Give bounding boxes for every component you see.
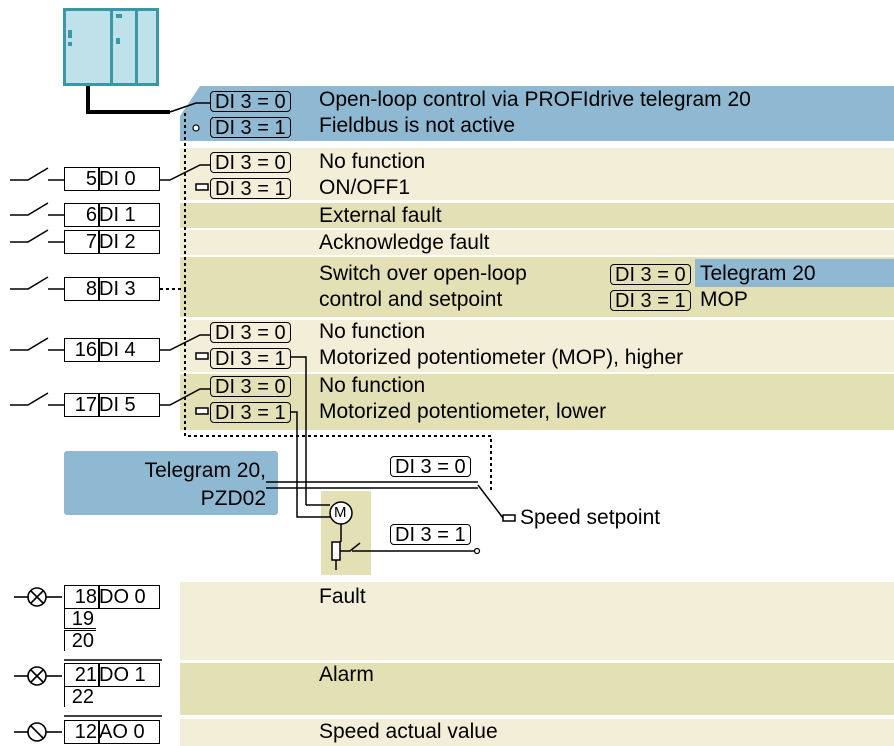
di4-state-0: DI 3 = 0	[210, 322, 291, 343]
di4-state-1: DI 3 = 1	[210, 348, 291, 369]
setpoint-state-0: DI 3 = 0	[390, 456, 471, 477]
di1-text: External fault	[319, 204, 442, 227]
input-switch-symbols	[10, 167, 65, 406]
setpoint-state-1: DI 3 = 1	[390, 524, 471, 545]
di3-text-line1: Switch over open-loop	[319, 262, 527, 285]
di0-state-0: DI 3 = 0	[210, 152, 291, 173]
di4-text-1: Motorized potentiometer (MOP), higher	[319, 346, 684, 369]
di5-band	[180, 374, 894, 430]
di4-text-0: No function	[319, 320, 426, 343]
di3-telegram-highlight	[695, 259, 894, 287]
telegram-line2: PZD02	[200, 487, 266, 510]
header-band	[180, 86, 894, 141]
di0-text-0: No function	[319, 150, 426, 173]
di2-band	[180, 230, 894, 255]
do1-band	[180, 663, 894, 715]
di1-band	[180, 203, 894, 228]
di3-text-line2: control and setpoint	[319, 288, 503, 311]
ao0-band	[180, 719, 894, 746]
speed-setpoint-text: Speed setpoint	[520, 506, 661, 529]
do0-band	[180, 582, 894, 660]
terminal-do1-num2: 22	[64, 686, 96, 707]
header-state-0: DI 3 = 0	[210, 91, 291, 112]
di2-text: Acknowledge fault	[319, 231, 490, 254]
lamp-icon	[14, 587, 62, 607]
di5-state-1: DI 3 = 1	[210, 402, 291, 423]
telegram-box	[64, 451, 278, 515]
terminal-do0-num2: 19	[64, 608, 96, 629]
di3-opt1-state: DI 3 = 1	[610, 290, 691, 311]
meter-icon	[14, 722, 62, 742]
di4-band	[180, 320, 894, 372]
di0-band	[180, 148, 894, 200]
header-text-0: Open-loop control via PROFIdrive telegra…	[319, 88, 751, 111]
header-text-1: Fieldbus is not active	[319, 114, 516, 137]
plc-icon	[63, 8, 159, 86]
di5-state-0: DI 3 = 0	[210, 376, 291, 397]
do0-text: Fault	[319, 585, 366, 608]
telegram-line1: Telegram 20,	[144, 459, 266, 482]
header-state-1: DI 3 = 1	[210, 117, 291, 138]
di5-text-0: No function	[319, 374, 426, 397]
di0-state-1: DI 3 = 1	[210, 178, 291, 199]
di5-text-1: Motorized potentiometer, lower	[319, 400, 607, 423]
ao0-text: Speed actual value	[319, 720, 498, 743]
do1-text: Alarm	[319, 663, 374, 686]
motor-symbol-label: M	[334, 504, 347, 521]
terminal-do0-num3: 20	[64, 630, 96, 651]
di3-opt0-state: DI 3 = 0	[610, 264, 691, 285]
di0-text-1: ON/OFF1	[319, 176, 411, 199]
lamp-icon	[14, 666, 62, 686]
di3-opt1-text: MOP	[700, 288, 748, 311]
di3-opt0-text: Telegram 20	[700, 262, 816, 285]
